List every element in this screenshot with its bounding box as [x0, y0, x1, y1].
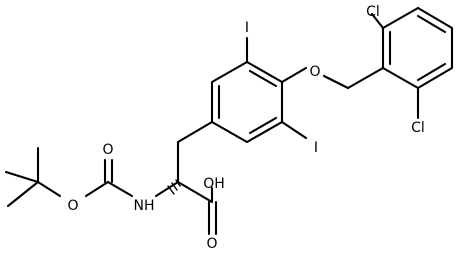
stereo-hash-bond [167, 179, 181, 195]
bonds [4, 6, 454, 236]
hash-line [167, 185, 175, 195]
bond [416, 66, 454, 90]
bond [280, 120, 308, 140]
iodine-top-label: I [245, 20, 249, 36]
bond [248, 69, 278, 88]
bond [6, 180, 40, 208]
bond [416, 62, 447, 82]
bond [106, 180, 134, 198]
bond [36, 180, 62, 198]
carbonyl-oxygen-label: O [206, 236, 217, 252]
hash-line [171, 182, 178, 191]
bond [322, 74, 350, 90]
bond [381, 66, 420, 90]
iodine-bottom-label: I [314, 140, 318, 156]
bond [210, 60, 249, 84]
bond [381, 6, 420, 30]
chlorine-bottom-label: Cl [411, 120, 425, 136]
bond [4, 170, 40, 184]
carbamate-carbonyl-oxygen-label: O [102, 142, 113, 158]
hydroxyl-label: OH [203, 176, 225, 192]
chlorine-top-label: Cl [366, 4, 380, 20]
bond [176, 120, 214, 144]
bond [154, 180, 180, 198]
bond [280, 66, 308, 84]
bond [248, 116, 278, 135]
bond [370, 12, 385, 30]
carbamate-oxygen-label: O [67, 198, 78, 214]
bond [416, 6, 454, 30]
bond [210, 120, 249, 144]
ether-oxygen-label: O [309, 64, 320, 80]
amine-label: NH [134, 198, 155, 214]
bond [245, 120, 284, 144]
bond [346, 66, 385, 90]
bond [176, 180, 214, 204]
bond [84, 180, 110, 198]
atom-labels: I I O Cl Cl OH O NH O O [67, 4, 424, 252]
bond [416, 14, 447, 34]
hash-line [175, 179, 181, 187]
bond [245, 60, 284, 84]
